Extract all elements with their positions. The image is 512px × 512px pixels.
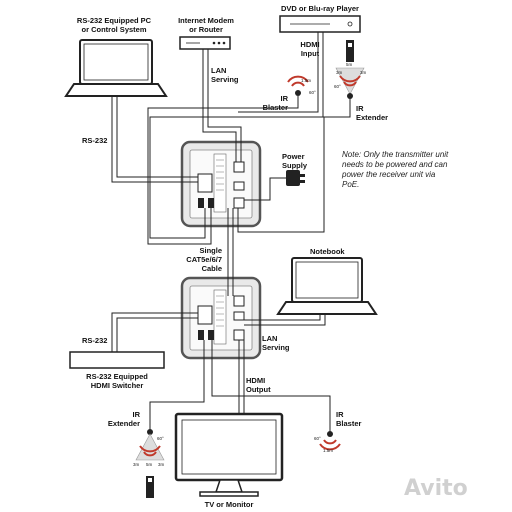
hdmi-switcher-icon [69,351,165,369]
ir-angle-ext-top: 60° [334,84,341,89]
ir-angle-blaster-bottom: 60° [314,436,321,441]
tv-icon [174,412,284,497]
receiver-unit [180,276,262,360]
hdmi-input-label: HDMI Input [300,40,320,58]
power-supply-label: Power Supply [282,152,308,170]
ir-dist-ext-top-mid: 5m [346,62,353,67]
avito-watermark: Avito [404,476,468,501]
ir-blaster-bottom-icon [319,431,341,451]
ir-extender-bottom-label: IR Extender [107,410,140,428]
power-supply-icon [286,170,305,186]
hdmi-output-label: HDMI Output [246,376,271,394]
ir-angle-blaster-top: 60° [309,90,316,95]
pc-label: RS-232 Equipped PC or Control System [76,16,152,34]
ir-distance-labels: 1.5m 60° 3m 5m 3m 60° 3m 5m 3m 60° 1.5m … [133,62,367,467]
modem-router-icon [179,36,231,50]
ir-dist-blaster-bottom: 1.5m [323,448,333,453]
rs232-bottom-label: RS-232 [82,336,108,345]
ir-extender-top-icon [335,40,365,99]
ir-blaster-top-icon [287,75,309,96]
ir-dist-blaster-top: 1.5m [301,78,311,83]
poe-note: Note: Only the transmitter unit needs to… [342,150,449,189]
ir-angle-ext-bottom: 60° [157,436,164,441]
ir-dist-ext-bottom-right: 3m [158,462,165,467]
rs232-top-label: RS-232 [82,136,108,145]
tv-label: TV or Monitor [204,500,254,509]
ir-dist-ext-bottom-mid: 5m [146,462,153,467]
lan-top-label: LAN Serving [211,66,239,84]
dvd-player-icon [279,15,361,33]
modem-label: Internet Modem or Router [178,16,234,34]
ir-extender-bottom-icon [135,429,165,498]
notebook-label: Notebook [310,247,345,256]
ir-blaster-bottom-label: IR Blaster [336,410,362,428]
switcher-label: RS-232 Equipped HDMI Switcher [86,372,148,390]
cable-label: Single CAT5e/6/7 Cable [186,246,222,273]
ir-blaster-top-label: IR Blaster [262,94,288,112]
cables [111,32,351,432]
lan-bottom-label: LAN Serving [262,334,290,352]
notebook-icon [276,257,378,315]
ir-dist-ext-top-left: 3m [336,70,343,75]
dvd-label: DVD or Blu-ray Player [281,4,359,13]
ir-dist-ext-top-right: 3m [360,70,367,75]
transmitter-unit [180,140,262,228]
pc-laptop-icon [64,39,168,97]
ir-dist-ext-bottom-left: 3m [133,462,140,467]
ir-extender-top-label: IR Extender [356,104,389,122]
